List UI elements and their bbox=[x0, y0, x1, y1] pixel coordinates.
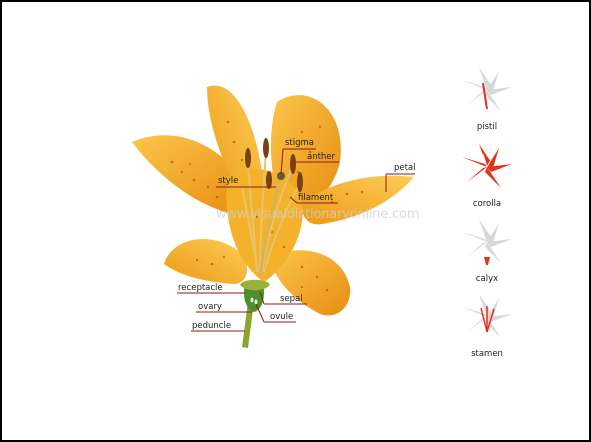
label-stigma: stigma bbox=[285, 138, 314, 148]
label-sepal: sepal bbox=[280, 294, 303, 304]
label-petal: petal bbox=[394, 163, 416, 173]
side-label-calyx[interactable]: calyx bbox=[457, 274, 517, 284]
label-receptacle: receptacle bbox=[178, 283, 223, 293]
stamen-thumbnail[interactable] bbox=[457, 292, 517, 342]
side-label-corolla[interactable]: corolla bbox=[457, 199, 517, 209]
side-label-stamen[interactable]: stamen bbox=[457, 349, 517, 359]
corolla-thumbnail[interactable] bbox=[457, 142, 517, 192]
label-peduncle: peduncle bbox=[192, 321, 231, 331]
label-style: style bbox=[218, 176, 238, 186]
label-ovule: ovule bbox=[270, 312, 293, 322]
label-anther: anther bbox=[307, 152, 335, 162]
label-ovary: ovary bbox=[198, 302, 222, 312]
pistil-thumbnail[interactable] bbox=[457, 65, 517, 115]
side-label-pistil[interactable]: pistil bbox=[457, 122, 517, 132]
calyx-thumbnail[interactable] bbox=[457, 217, 517, 267]
label-filament: filament bbox=[298, 193, 333, 203]
